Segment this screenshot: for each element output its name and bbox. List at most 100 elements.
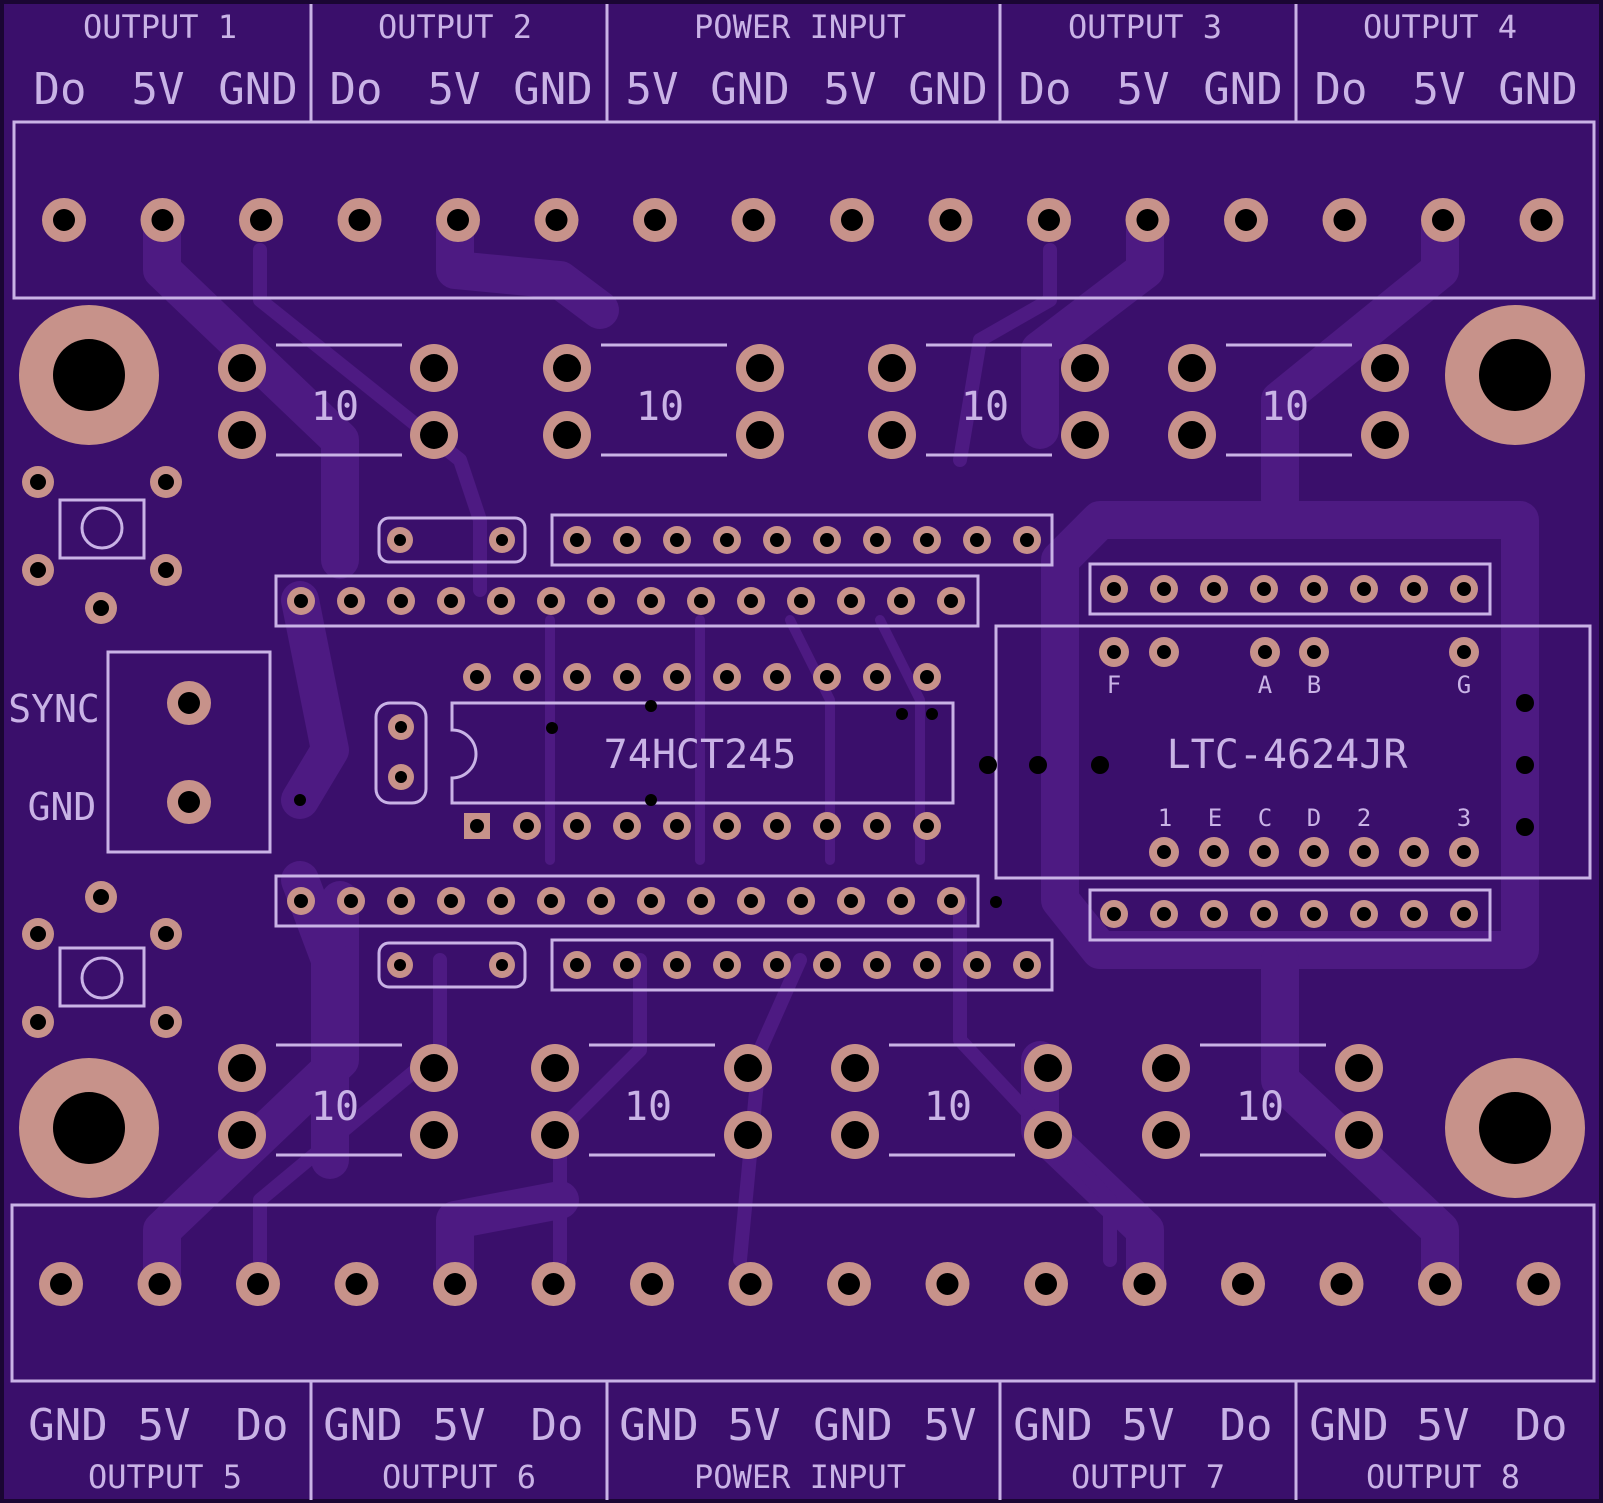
top-header-labels: OUTPUT 1 OUTPUT 2 POWER INPUT OUTPUT 3 O…	[34, 8, 1578, 115]
pad-drill	[250, 209, 272, 231]
pad-drill	[920, 670, 934, 684]
resistor-labels: 10 10 10 10 10 10 10 10	[311, 384, 1309, 1130]
pad-drill	[1207, 907, 1221, 921]
resistor-value: 10	[311, 1084, 359, 1130]
pad-drill	[1457, 845, 1471, 859]
resistor-value: 10	[311, 384, 359, 430]
pad-drill	[395, 771, 407, 783]
bottom-terminal-block	[10, 1203, 1596, 1383]
ic-outline	[450, 701, 955, 805]
pad-drill	[1035, 1273, 1057, 1295]
resistor-value: 10	[624, 1084, 672, 1130]
bottom-pin-label: GND	[619, 1400, 698, 1451]
display-label: LTC-4624JR	[1167, 732, 1409, 778]
top-group-title: OUTPUT 3	[1068, 8, 1222, 46]
pad-drill	[1178, 421, 1206, 449]
bottom-pin-label: 5V	[728, 1400, 781, 1451]
pad-drill	[1530, 209, 1553, 231]
pad-drill	[1107, 645, 1121, 659]
pad-drill	[1071, 421, 1099, 449]
pad-drill	[970, 533, 984, 547]
pad-drill	[178, 692, 200, 714]
pad-drill	[1527, 1273, 1550, 1295]
pad-drill	[93, 600, 109, 616]
pad-drill	[348, 209, 371, 231]
pad-drill	[1257, 582, 1271, 596]
pad-drill	[541, 1121, 569, 1149]
pad-drill	[1152, 1121, 1180, 1149]
pad-drill	[496, 959, 508, 971]
pad-drill	[1020, 533, 1034, 547]
pad-drill	[344, 894, 358, 908]
via	[1029, 756, 1047, 774]
pad-drill	[641, 1273, 663, 1295]
pad-drill	[158, 474, 174, 490]
display-pin-labels: F A B G 1 E C D 2 3	[1107, 671, 1471, 832]
ic-label: 74HCT245	[604, 732, 797, 778]
pad-drill	[644, 209, 666, 231]
pad-drill	[620, 958, 634, 972]
pad-drill	[30, 1014, 46, 1030]
pad-drill	[844, 894, 858, 908]
via	[645, 794, 657, 806]
pad-drill	[30, 474, 46, 490]
top-pin-label: Do	[1315, 64, 1368, 115]
pad-drill	[820, 958, 834, 972]
pad-drill	[720, 819, 734, 833]
pad-drill	[1371, 354, 1399, 382]
pad-drill	[1157, 645, 1171, 659]
pad-drill	[1429, 1273, 1451, 1295]
pad-drill	[570, 958, 584, 972]
top-pin-label: Do	[1019, 64, 1072, 115]
pad-drill	[294, 594, 308, 608]
pad-drill	[734, 1121, 762, 1149]
pad-drill	[742, 209, 765, 231]
pad-drill	[494, 894, 508, 908]
pad-drill	[1307, 907, 1321, 921]
resistor-value: 10	[961, 384, 1009, 430]
via	[979, 756, 997, 774]
pad-drill	[870, 533, 884, 547]
bottom-pin-label: GND	[813, 1400, 892, 1451]
display-pin-label: G	[1457, 671, 1471, 699]
display-pin-label: E	[1208, 804, 1222, 832]
pad-drill	[1457, 582, 1471, 596]
display-pin-label: A	[1258, 671, 1273, 699]
gnd-label: GND	[28, 785, 97, 829]
pad-drill	[1357, 845, 1371, 859]
via	[1516, 756, 1534, 774]
pad-drill	[151, 209, 174, 231]
pad-drill	[878, 421, 906, 449]
bottom-header-dividers	[309, 1381, 1298, 1500]
pad-drill	[744, 594, 758, 608]
pad-drill	[444, 894, 458, 908]
pad-drill	[158, 926, 174, 942]
pad-drill	[1152, 1054, 1180, 1082]
pad-drill	[1307, 582, 1321, 596]
via	[470, 819, 484, 833]
via	[294, 794, 306, 806]
pad-drill	[570, 533, 584, 547]
pad-drill	[936, 1273, 959, 1295]
via	[645, 700, 657, 712]
via	[546, 722, 558, 734]
pad-drill	[794, 594, 808, 608]
top-pin-label: GND	[1498, 64, 1577, 115]
pad-drill	[944, 894, 958, 908]
bottom-pin-label: 5V	[433, 1400, 486, 1451]
top-group-title: OUTPUT 1	[83, 8, 237, 46]
bottom-pin-label: GND	[323, 1400, 402, 1451]
pad-drill	[394, 534, 406, 546]
pad-drill	[420, 1121, 448, 1149]
pad-drill	[739, 1273, 762, 1295]
pad-drill	[1345, 1054, 1373, 1082]
top-pin-label: 5V	[132, 64, 185, 115]
pad-drill	[1232, 1273, 1254, 1295]
pad-drill	[1133, 1273, 1156, 1295]
top-terminal-block	[12, 120, 1596, 300]
pad-drill	[770, 533, 784, 547]
pad-drill	[178, 791, 200, 813]
pad-drill	[770, 958, 784, 972]
pad-drill	[228, 421, 256, 449]
pad-drill	[1034, 1054, 1062, 1082]
